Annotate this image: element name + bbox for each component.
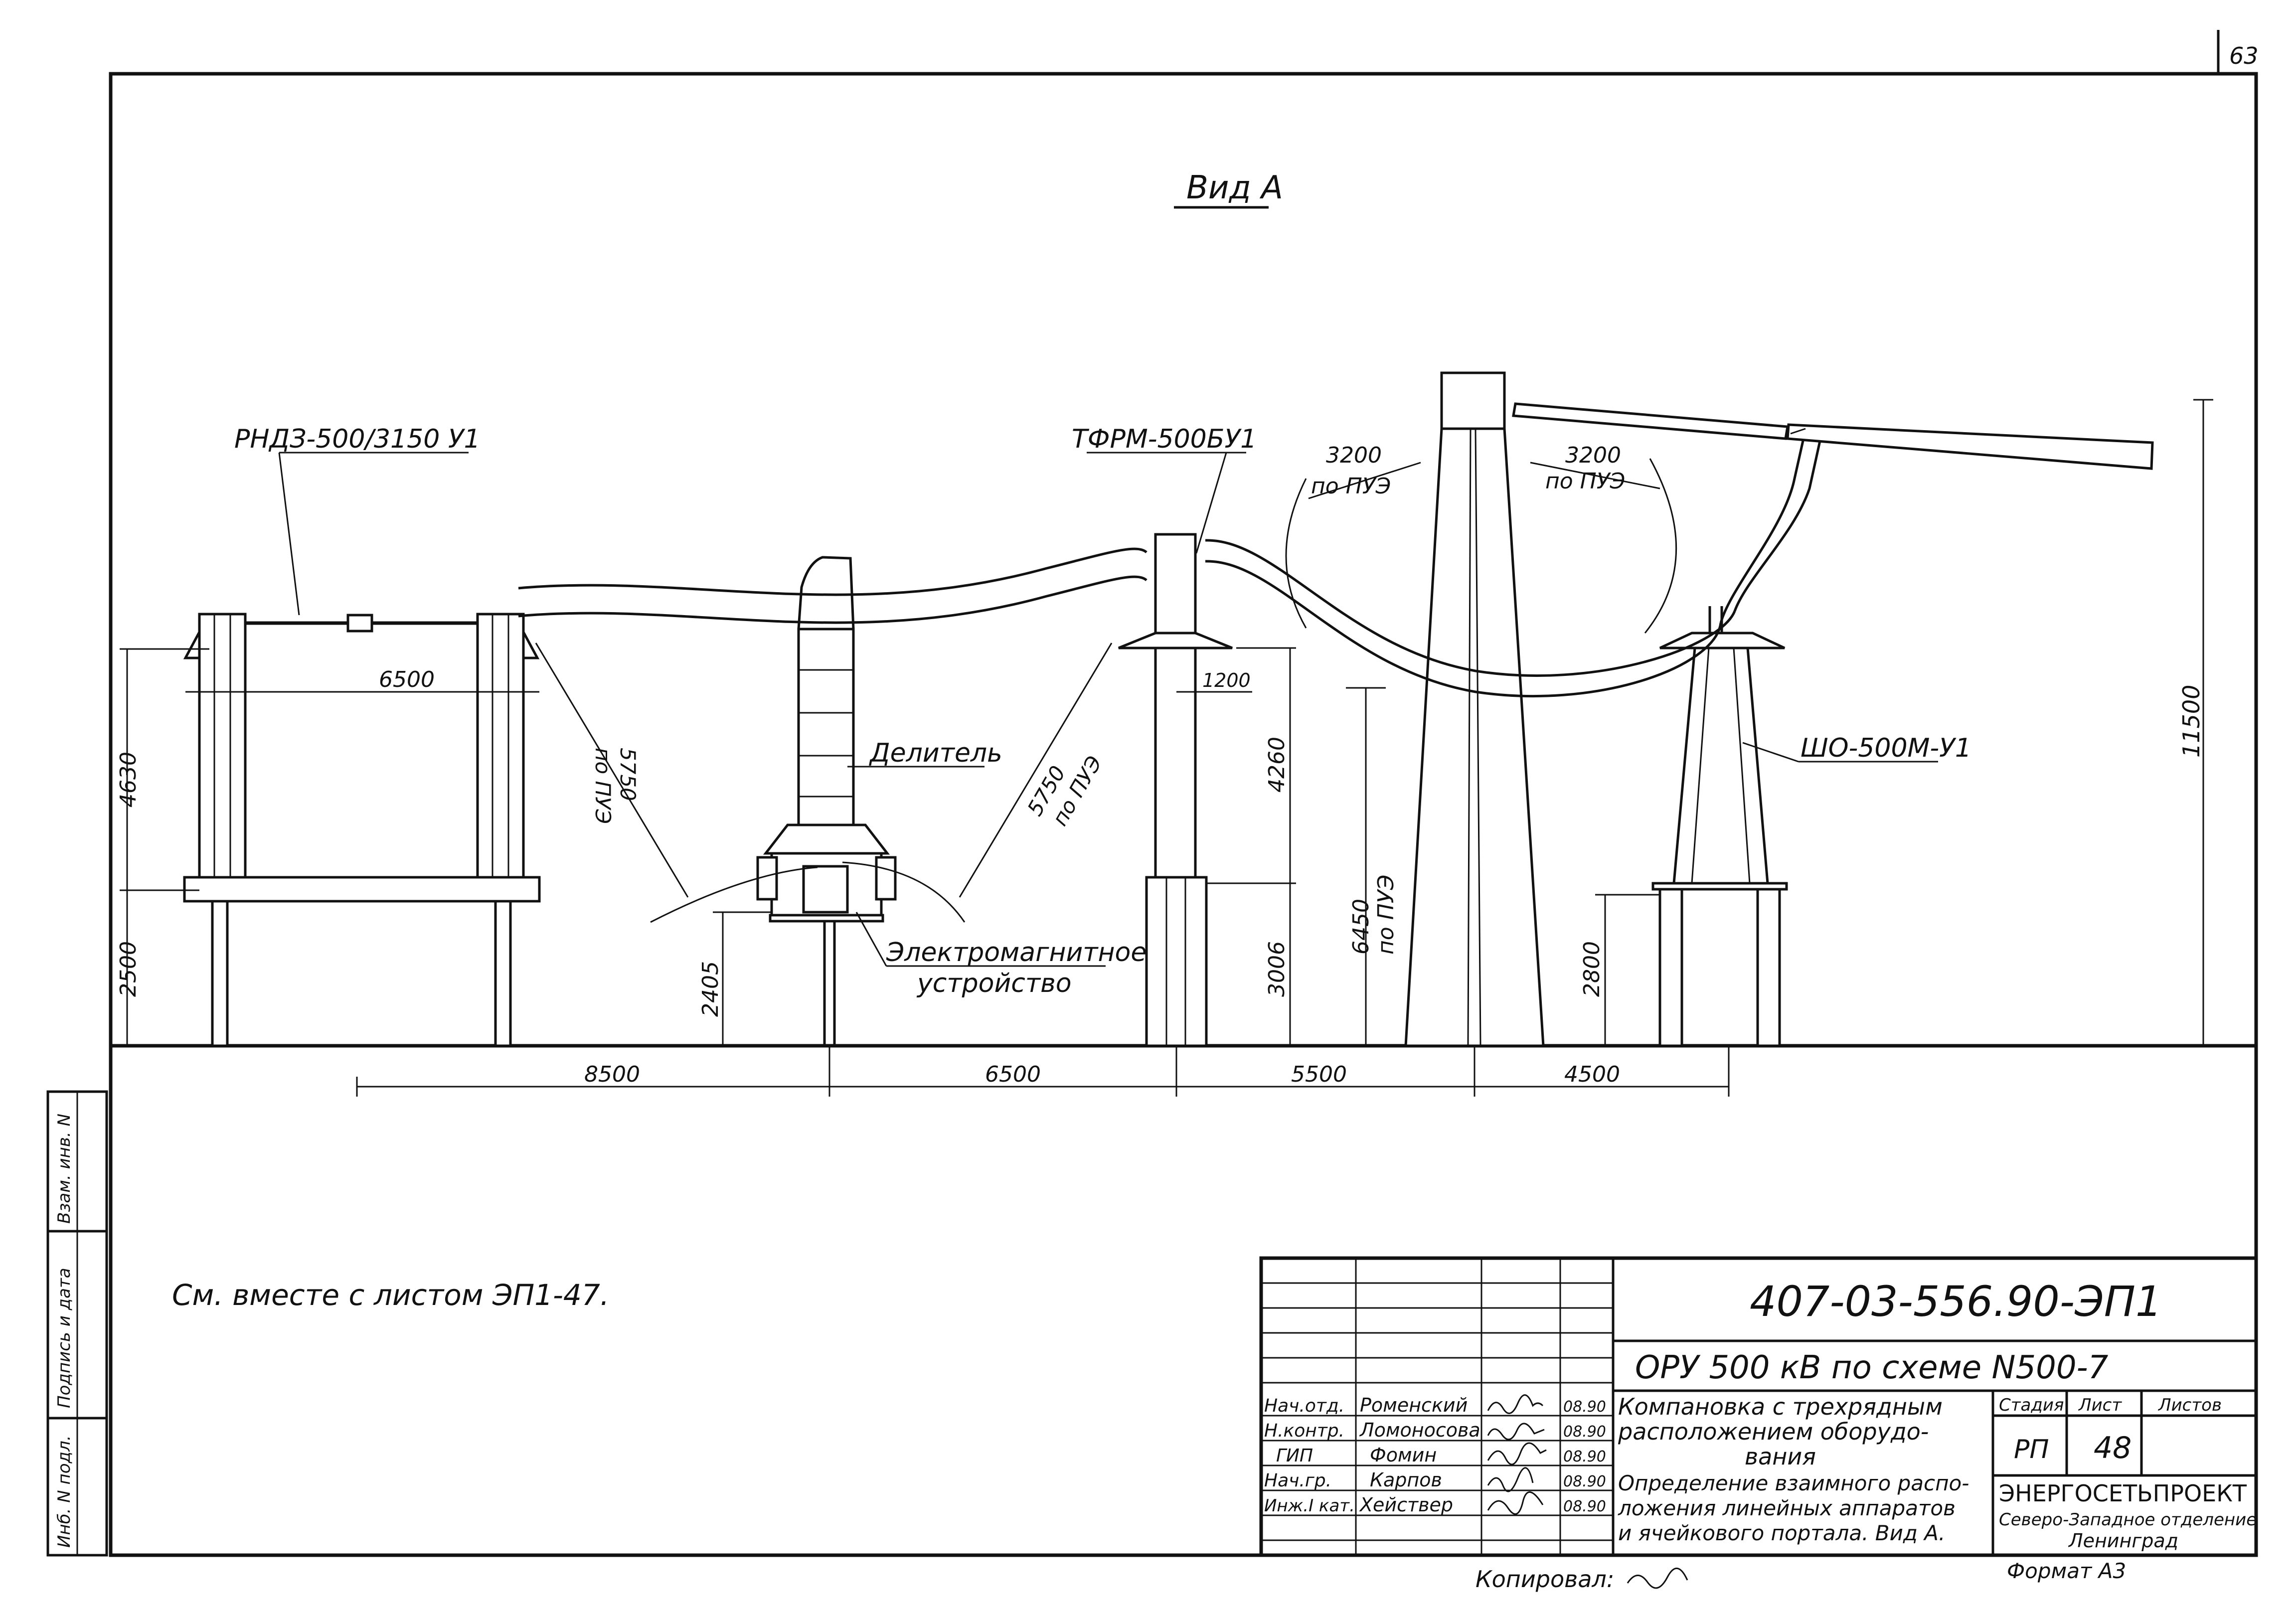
- staff-name-2: Ломоносова: [1359, 1419, 1480, 1441]
- copied-by-label: Копировал:: [1476, 1566, 1614, 1593]
- handwritten-signatures: [1487, 1394, 1547, 1515]
- dim-bottom-2: 6500: [985, 1062, 1041, 1087]
- sheet-title-1-line3: вания: [1745, 1443, 1816, 1470]
- busbar-support-structure: [1651, 606, 1788, 1047]
- staff-name-4: Карпов: [1370, 1469, 1442, 1491]
- conductors: [518, 402, 2154, 698]
- label-busbar-support: ШО-500М-У1: [1801, 733, 1971, 763]
- dim-bottom-3: 5500: [1291, 1062, 1347, 1087]
- staff-date-1: 08.90: [1563, 1398, 1606, 1416]
- side-stamp-sign-date: Подпись и дата: [54, 1268, 74, 1408]
- divider-apparatus: [756, 556, 897, 1046]
- org-city: Ленинград: [2068, 1530, 2178, 1552]
- label-current-transformer: ТФРМ-500БУ1: [1072, 424, 1257, 454]
- staff-name-3: Фомин: [1370, 1444, 1437, 1466]
- copied-by-signature: [1627, 1567, 1688, 1589]
- portal-tower: [1404, 371, 1545, 1047]
- current-transformer: [1118, 533, 1233, 1047]
- sheet-value: 48: [2094, 1431, 2132, 1465]
- staff-date-5: 08.90: [1563, 1498, 1606, 1515]
- org-name: ЭНЕРГОСЕТЬПРОЕКТ: [1999, 1480, 2247, 1507]
- sheet-number: 63: [2229, 42, 2259, 69]
- label-divider: Делитель: [869, 738, 1002, 768]
- staff-role-4: Нач.гр.: [1264, 1470, 1331, 1491]
- clearance-left-rule: по ПУЭ: [1311, 474, 1391, 499]
- disconnector-structure: [183, 613, 541, 1047]
- dim-bottom-4: 4500: [1564, 1062, 1620, 1087]
- org-branch: Северо-Западное отделение: [1999, 1510, 2257, 1530]
- label-em-device-2: устройство: [916, 969, 1072, 998]
- staff-date-2: 08.90: [1563, 1423, 1606, 1441]
- sheet-title-1-line1: Компановка с трехрядным: [1618, 1393, 1943, 1420]
- dim-2800: 2800: [1579, 941, 1605, 997]
- sheet-label: Лист: [2078, 1395, 2122, 1415]
- staff-name-1: Роменский: [1360, 1394, 1468, 1416]
- project-title: ОРУ 500 кВ по схеме N500-7: [1635, 1349, 2109, 1386]
- clearance-diag-left-rule: по ПУЭ: [591, 748, 615, 824]
- label-em-device-1: Электромагнитное: [886, 938, 1147, 968]
- dim-4630: 4630: [116, 752, 141, 808]
- staff-date-3: 08.90: [1563, 1448, 1606, 1465]
- clearance-arcs: [650, 458, 1677, 923]
- stage-value: РП: [2014, 1435, 2049, 1464]
- clearance-diag-left-value: 5750: [616, 748, 640, 801]
- dim-2405: 2405: [698, 961, 723, 1017]
- dim-6450: 6450: [1348, 899, 1374, 955]
- staff-role-1: Нач.отд.: [1264, 1396, 1344, 1416]
- dim-4260: 4260: [1264, 737, 1290, 793]
- sheet-title-1-line2: расположением оборудо-: [1618, 1418, 1929, 1445]
- label-disconnector: РНДЗ-500/3150 У1: [234, 424, 481, 454]
- sheet-title-2-line1: Определение взаимного распо-: [1618, 1471, 1969, 1495]
- side-stamp-inv-orig: Инб. N подл.: [54, 1435, 74, 1548]
- title-block: [1259, 1256, 2258, 1557]
- sheets-label: Листов: [2157, 1395, 2222, 1415]
- dim-6500-top: 6500: [379, 667, 435, 692]
- staff-rows: Нач.отд. Роменский 08.90 Н.контр. Ломоно…: [1264, 1394, 1606, 1516]
- dim-1200: 1200: [1202, 669, 1251, 691]
- staff-name-5: Хействер: [1359, 1494, 1453, 1516]
- doc-code: 407-03-556.90-ЭП1: [1750, 1277, 2162, 1326]
- dimension-lines: [120, 399, 2213, 1097]
- dim-11500: 11500: [2178, 685, 2205, 758]
- staff-role-2: Н.контр.: [1264, 1421, 1344, 1441]
- view-title: Вид А: [1186, 169, 1283, 206]
- sheet-title-2-line2: ложения линейных аппаратов: [1618, 1496, 1956, 1520]
- dim-bottom-1: 8500: [584, 1062, 640, 1087]
- leader-lines: [278, 452, 1938, 967]
- staff-date-4: 08.90: [1563, 1473, 1606, 1490]
- clearance-left-value: 3200: [1326, 443, 1382, 468]
- sheet-title-2-line3: и ячейкового портала. Вид А.: [1618, 1521, 1945, 1545]
- drawing-frame: [109, 30, 2258, 1557]
- side-stamp-inv-repl: Взам. инв. N: [54, 1114, 74, 1224]
- dim-3006: 3006: [1264, 941, 1290, 997]
- clearance-right-value: 3200: [1565, 443, 1621, 468]
- reference-note: См. вместе с листом ЭП1-47.: [172, 1278, 609, 1312]
- dim-6450-rule: по ПУЭ: [1373, 875, 1399, 955]
- stage-label: Стадия: [1999, 1395, 2064, 1415]
- clearance-right-rule: по ПУЭ: [1545, 469, 1625, 494]
- staff-role-5: Инж.I кат.: [1264, 1496, 1355, 1516]
- staff-role-3: ГИП: [1276, 1446, 1313, 1466]
- dim-2500: 2500: [116, 941, 141, 997]
- format-label: Формат А3: [2007, 1559, 2126, 1583]
- side-stamp: Инб. N подл. Подпись и дата Взам. инв. N: [46, 1090, 108, 1557]
